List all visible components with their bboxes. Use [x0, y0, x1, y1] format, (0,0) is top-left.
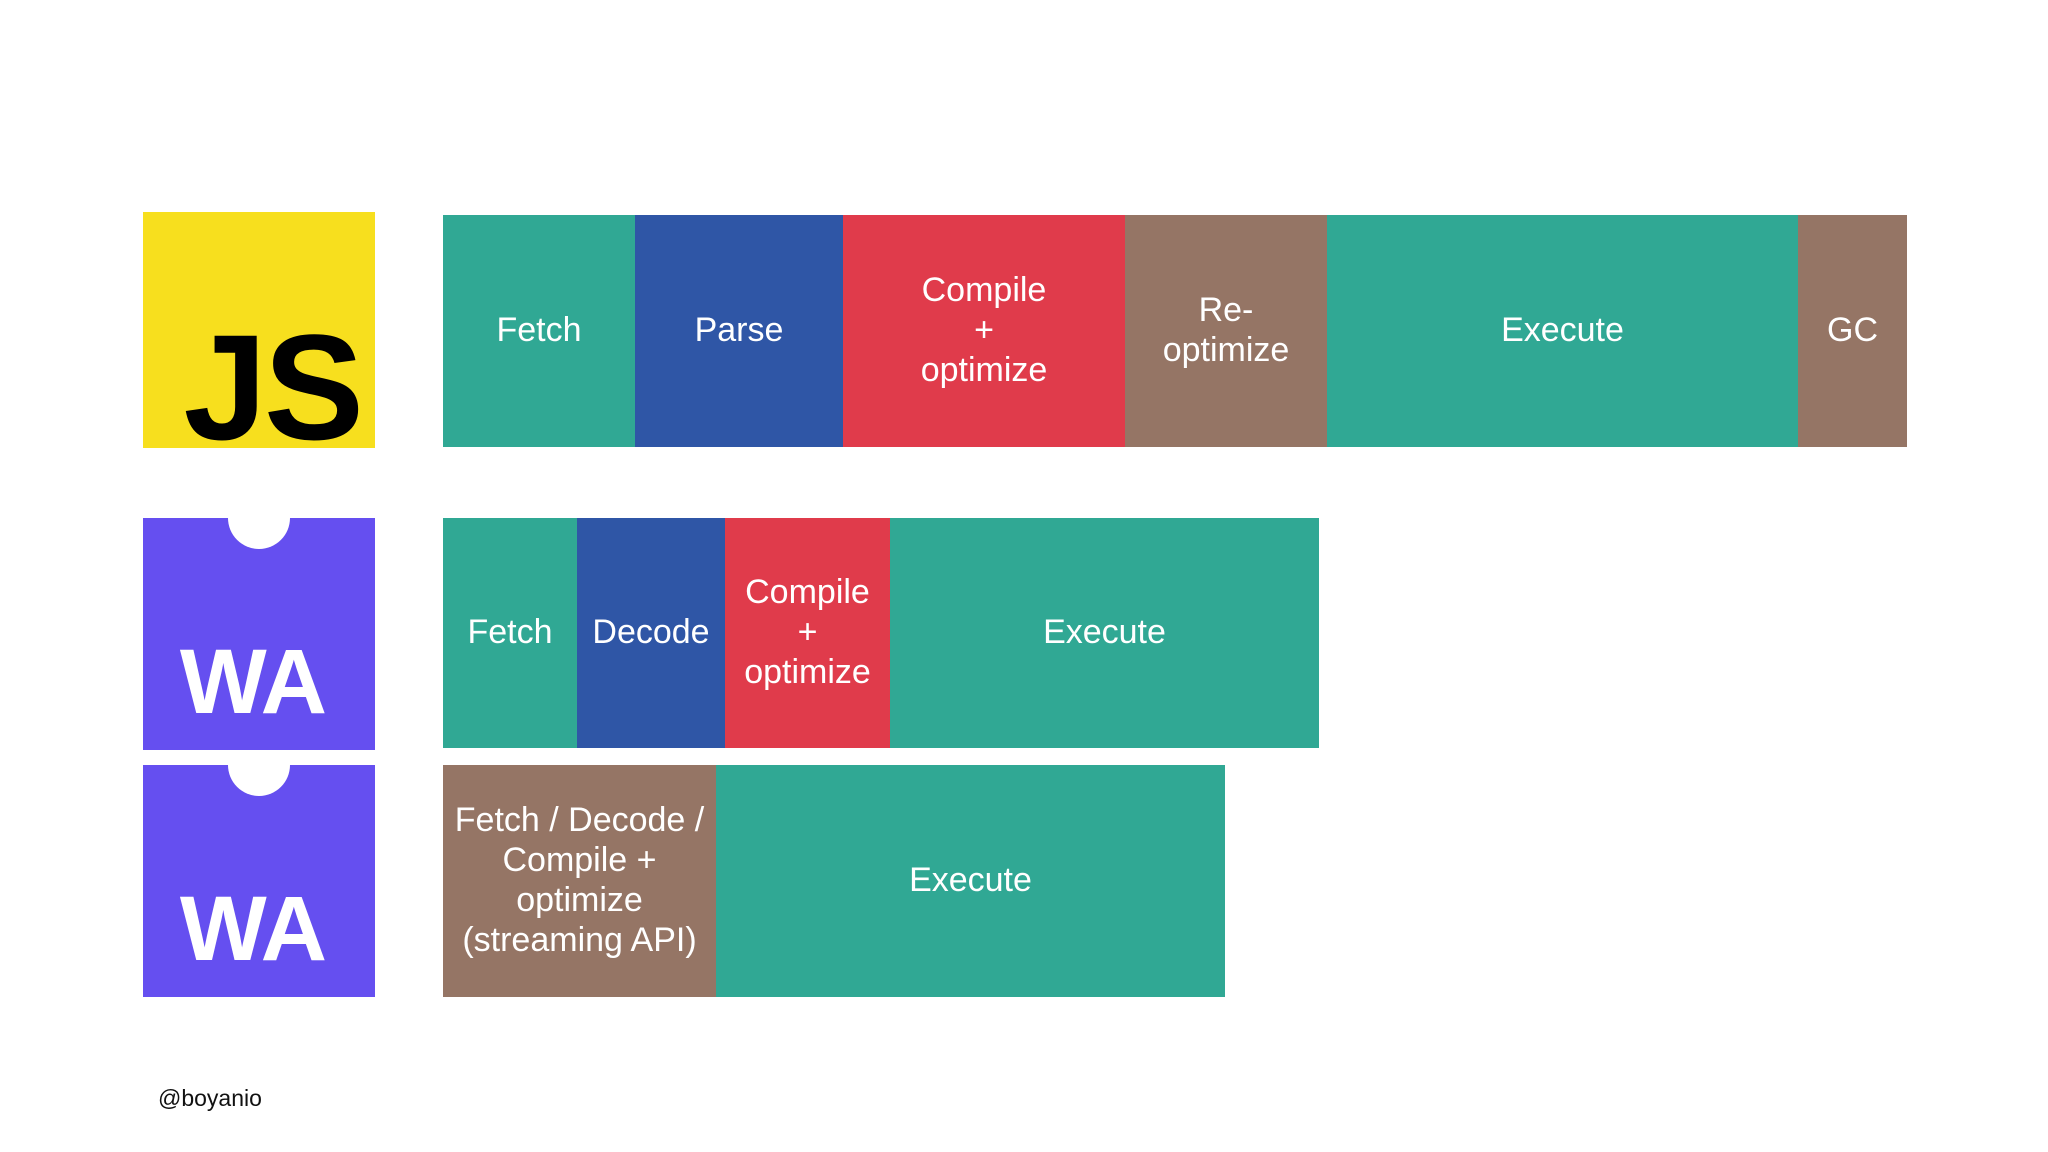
webassembly-logo-top: WA	[143, 518, 375, 750]
pipeline-segment: Execute	[716, 765, 1225, 997]
webassembly-notch-icon	[228, 518, 290, 549]
pipeline-row-wasm-streaming: Fetch / Decode / Compile + optimize (str…	[443, 765, 1225, 997]
pipeline-segment: Decode	[577, 518, 725, 748]
author-handle: @boyanio	[158, 1085, 262, 1111]
pipeline-segment: Fetch / Decode / Compile + optimize (str…	[443, 765, 716, 997]
pipeline-segment: Parse	[635, 215, 843, 447]
webassembly-notch-icon	[228, 765, 290, 796]
javascript-logo-label: JS	[183, 303, 364, 448]
pipeline-segment: Fetch	[443, 215, 635, 447]
pipeline-segment: Compile + optimize	[725, 518, 890, 748]
webassembly-logo-label: WA	[179, 878, 327, 980]
webassembly-logo-bottom: WA	[143, 765, 375, 997]
pipeline-segment: Compile + optimize	[843, 215, 1125, 447]
javascript-logo: JS	[143, 212, 375, 448]
pipeline-segment: Fetch	[443, 518, 577, 748]
webassembly-logo-label: WA	[179, 631, 327, 733]
pipeline-segment: Re- optimize	[1125, 215, 1327, 447]
pipeline-segment: GC	[1798, 215, 1907, 447]
pipeline-segment: Execute	[1327, 215, 1798, 447]
pipeline-segment: Execute	[890, 518, 1319, 748]
